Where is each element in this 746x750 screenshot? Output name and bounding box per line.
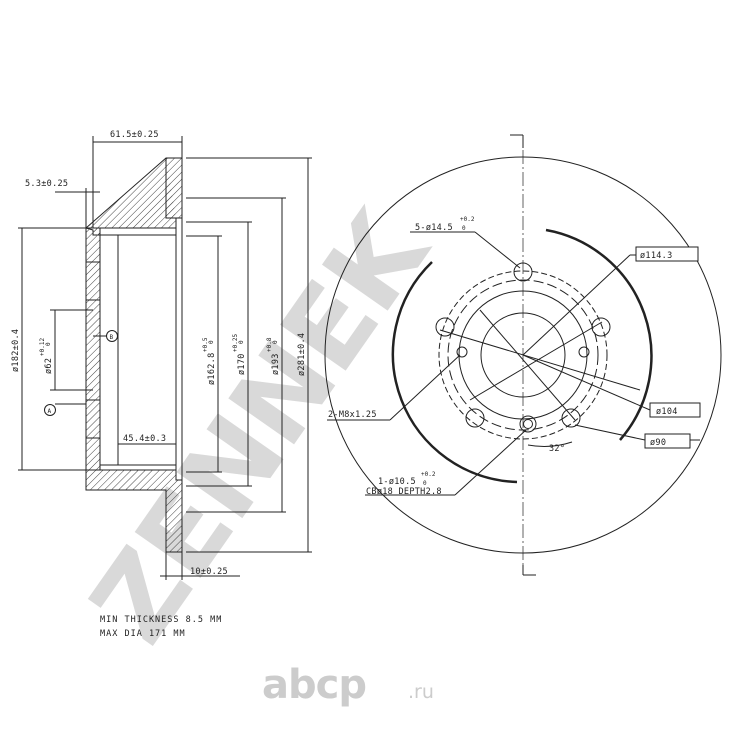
dim-pin: 1-ø10.5 [378,477,416,487]
datum-a-label: A [48,408,52,415]
watermark-text: ZENNEK [66,188,454,665]
dim-disc-thickness: 10±0.25 [190,567,228,577]
side-section-hat [85,227,101,471]
dim-d104: ø104 [656,407,678,417]
stud-hole-2 [591,317,611,337]
dim-threads: 2-M8x1.25 [328,410,377,420]
stud-hole-5 [435,317,455,337]
site-logo-suffix: .ru [408,681,434,703]
dim-d170-tol: +0.25 [232,334,239,352]
thread-hole-right [578,346,590,358]
datum-b-marker [106,330,118,342]
side-disc-upper [165,158,176,219]
dim-holes-tol: +0.2 [460,216,475,223]
dim-counterbore: CBø18 DEPTH2.8 [366,487,442,497]
front-view [324,134,722,576]
dim-hat-depth: 45.4±0.3 [123,434,166,444]
dim-d170-tol-low: 0 [238,340,245,344]
dim-pin-tol-low: 0 [423,480,427,487]
dim-d193-tol: +0.8 [266,337,273,352]
stud-hole-4 [465,408,485,428]
dim-d182: ø182±0.4 [11,329,21,372]
note-max-dia: MAX DIA 171 MM [100,629,186,639]
dim-d162: ø162.8 [207,352,217,385]
note-min-thickness: MIN THICKNESS 8.5 MM [100,615,222,625]
dim-angle: 32° [549,444,565,454]
dim-holes: 5-ø14.5 [415,223,453,233]
thread-hole-left [456,346,468,358]
dim-holes-tol-low: 0 [462,225,466,232]
dim-d62-tol-low: 0 [45,342,52,346]
dim-d281: ø281±0.4 [297,333,307,376]
dim-d62: ø62 [44,358,54,374]
friction-ring-arc-right [545,228,653,441]
dim-width-total: 61.5±0.25 [110,130,159,140]
d90-label-box [644,433,691,449]
dim-pin-tol: +0.2 [421,471,436,478]
dim-flange: 5.3±0.25 [25,179,68,189]
stud-hole-3 [561,408,581,428]
pcd-label-box [635,246,699,262]
dim-d162-tol: +0.5 [202,337,209,352]
dim-d62-tol: +0.12 [39,338,46,356]
pin-hole [523,419,533,429]
side-view [18,136,312,580]
pin-counterbore [519,415,537,433]
site-logo: abcp [262,662,366,708]
dim-d193-tol-low: 0 [272,340,279,344]
dim-pcd: ø114.3 [640,251,673,261]
datum-a-marker [44,404,56,416]
datum-b-label: B [110,334,114,341]
friction-ring-arc-left [391,261,518,484]
d104-label-box [649,402,701,418]
dim-d193: ø193 [271,353,281,375]
dim-d90: ø90 [650,438,666,448]
dim-d170: ø170 [237,353,247,375]
dim-d162-tol-low: 0 [208,340,215,344]
